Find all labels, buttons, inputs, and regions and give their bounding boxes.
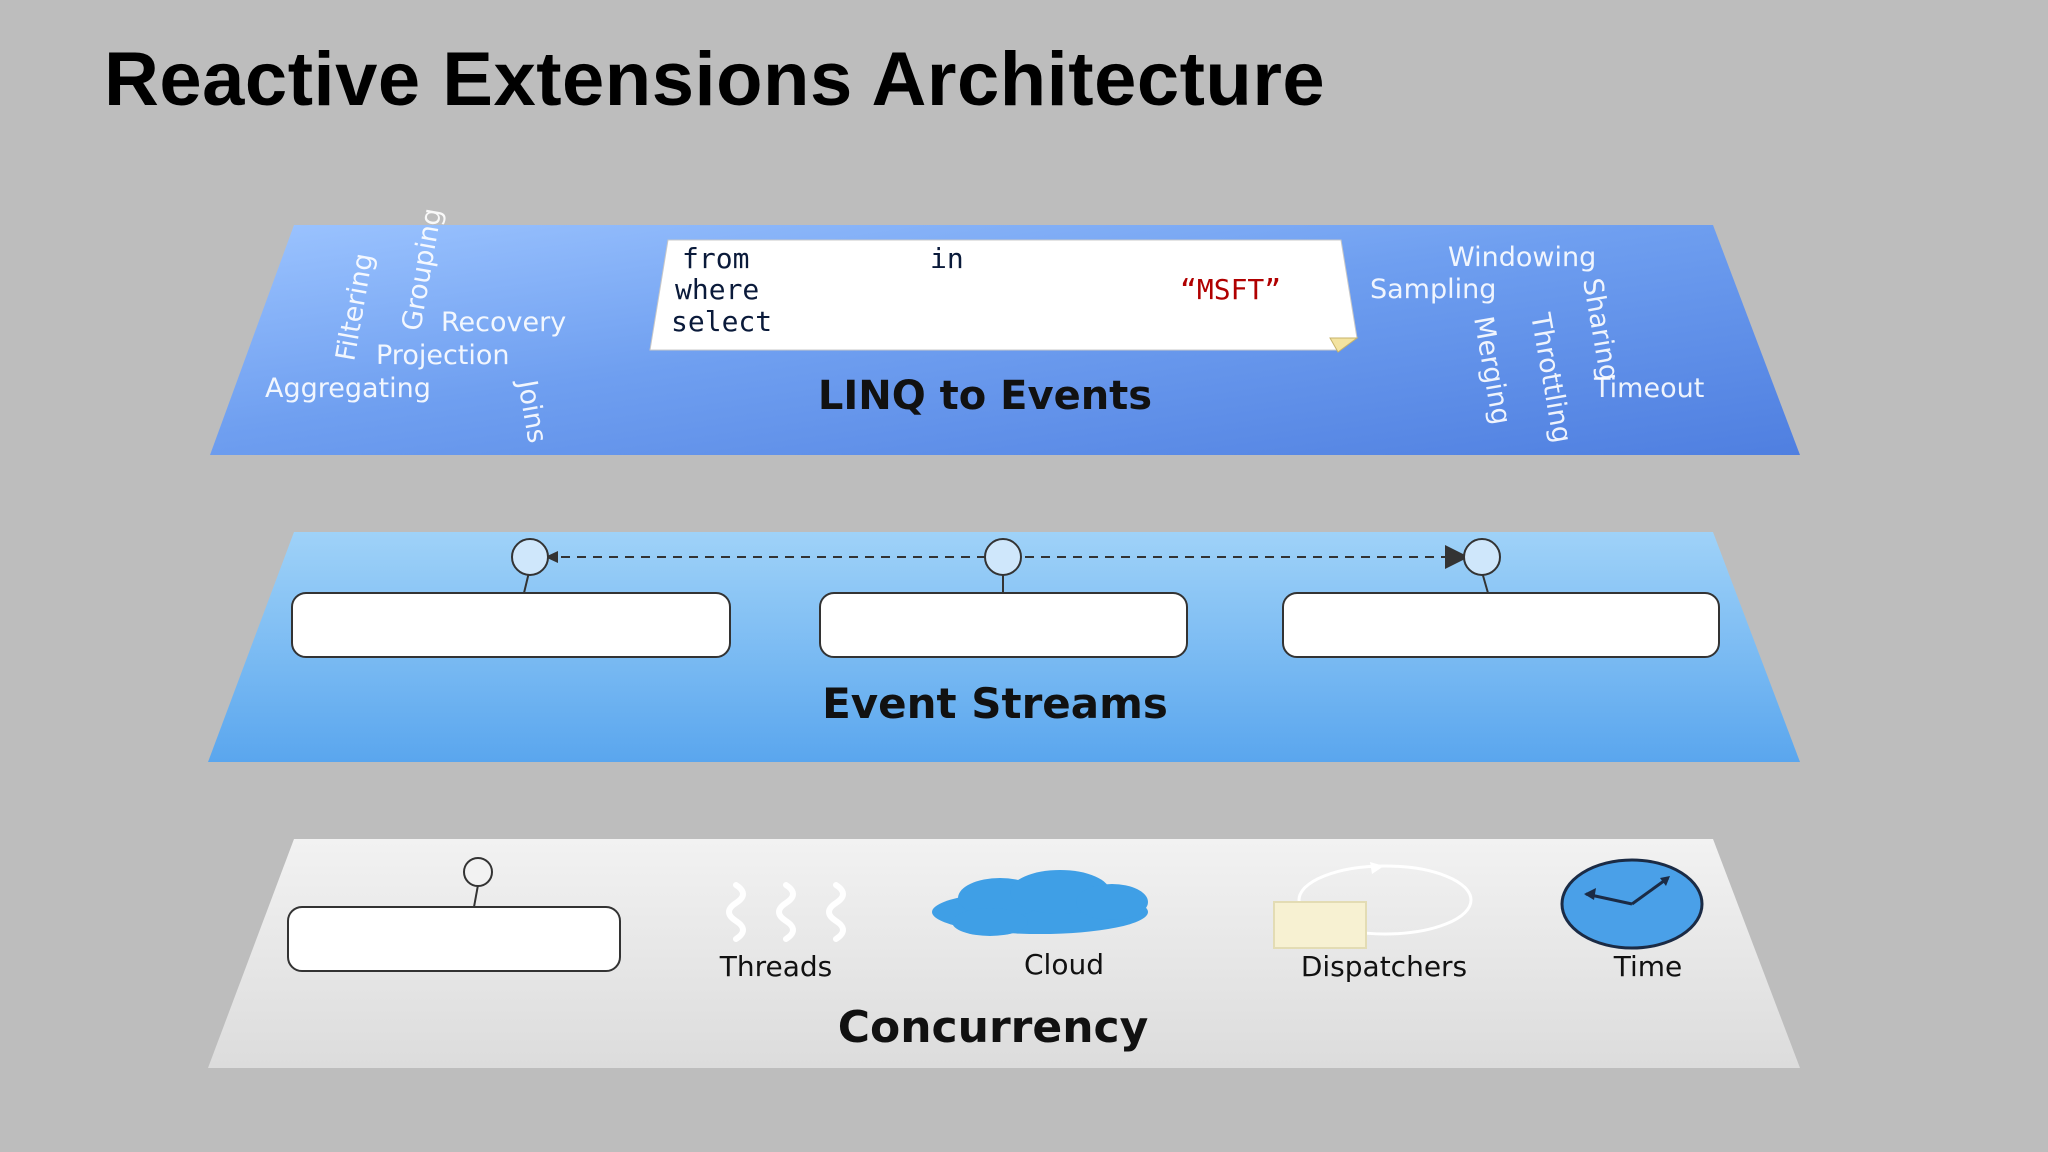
clock-icon xyxy=(1560,858,1704,950)
linq-layer-title: LINQ to Events xyxy=(818,373,1152,419)
op-sampling: Sampling xyxy=(1370,274,1496,305)
stream-arrow-left xyxy=(545,551,558,563)
code-in: in xyxy=(930,242,964,275)
code-note: from in where “MSFT” select xyxy=(649,239,1359,353)
op-timeout: Timeout xyxy=(1593,373,1704,404)
time-label: Time xyxy=(1613,950,1683,983)
stream-node-3 xyxy=(1463,538,1501,576)
concurrency-layer-plane xyxy=(208,839,1800,1068)
streams-layer-title: Event Streams xyxy=(822,679,1168,728)
slide-title: Reactive Extensions Architecture xyxy=(104,37,1326,122)
op-recovery: Recovery xyxy=(441,307,566,338)
streams-layer: Event Streams xyxy=(208,532,1800,762)
stream-node-1 xyxy=(511,538,549,576)
code-select: select xyxy=(671,305,772,338)
code-literal: “MSFT” xyxy=(1180,273,1281,306)
scheduler-box xyxy=(287,906,621,972)
code-where: where xyxy=(675,273,759,306)
linq-layer: from in where “MSFT” select LINQ to Even… xyxy=(210,206,1800,455)
op-projection: Projection xyxy=(376,340,510,371)
stream-box-1 xyxy=(291,592,731,658)
threads-icon xyxy=(726,882,846,942)
concurrency-layer: Threads Cloud Dispatchers xyxy=(208,839,1800,1068)
concurrency-layer-title: Concurrency xyxy=(838,1002,1149,1053)
cloud-icon xyxy=(932,870,1148,936)
cloud-label: Cloud xyxy=(1024,948,1104,981)
dispatchers-label: Dispatchers xyxy=(1301,950,1467,983)
op-aggregating: Aggregating xyxy=(265,373,431,404)
op-windowing: Windowing xyxy=(1448,242,1596,273)
scheduler-node xyxy=(463,857,493,887)
stream-box-3 xyxy=(1282,592,1720,658)
stream-node-2 xyxy=(984,538,1022,576)
stream-box-2 xyxy=(819,592,1188,658)
dispatchers-icon xyxy=(1273,862,1473,949)
code-from: from xyxy=(682,242,749,275)
threads-label: Threads xyxy=(719,950,833,983)
